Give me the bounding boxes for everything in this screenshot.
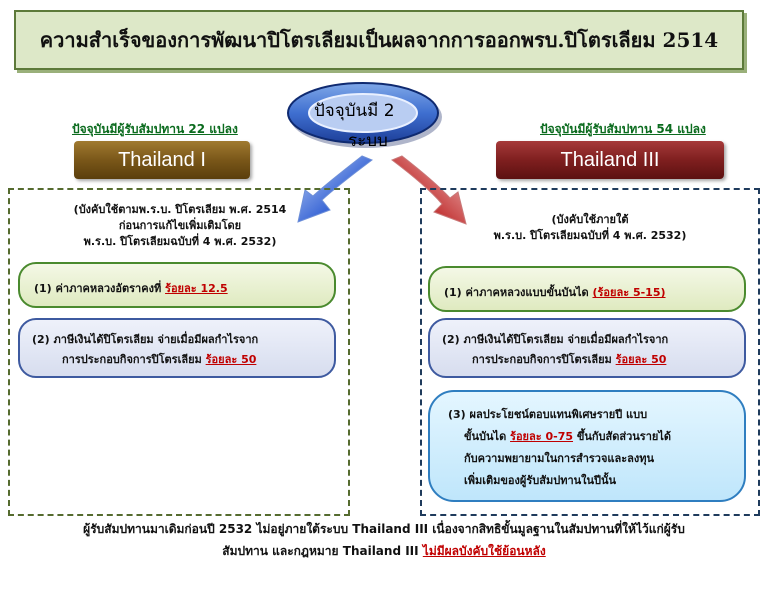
left-note-line1: (บังคับใช้ตามพ.ร.บ. ปิโตรเลียม พ.ศ. 2514	[73, 203, 287, 216]
right-note-line2: พ.ร.บ. ปิโตรเลียมฉบับที่ 4 พ.ศ. 2532)	[493, 229, 687, 242]
page-title: ความสำเร็จของการพัฒนาปิโตรเลียมเป็นผลจาก…	[14, 10, 744, 70]
footer-highlight: ไม่มีผลบังคับใช้ย้อนหลัง	[422, 544, 546, 558]
footer-note: ผู้รับสัมปทานมาเดิมก่อนปี 2532 ไม่อยู่ภา…	[10, 518, 758, 562]
right-tax-rate: ร้อยละ 50	[615, 353, 667, 366]
right-special-line2a: ขั้นบันได	[464, 430, 511, 443]
right-special-line4: เพิ่มเติมของผู้รับสัมปทานในปีนั้น	[464, 474, 617, 487]
left-royalty-rate: ร้อยละ 12.5	[165, 282, 228, 295]
left-royalty-item: (1) ค่าภาคหลวงอัตราคงที่ ร้อยละ 12.5	[18, 262, 336, 308]
right-royalty-text: (1) ค่าภาคหลวงแบบขั้นบันได	[444, 286, 593, 299]
right-royalty-rate: (ร้อยละ 5-15)	[592, 286, 666, 299]
left-royalty-text: (1) ค่าภาคหลวงอัตราคงที่	[34, 282, 166, 295]
right-tax-item: (2) ภาษีเงินได้ปิโตรเลียม จ่ายเมื่อมีผลก…	[428, 318, 746, 378]
center-label: ปัจจุบันมี 2 ระบบ	[300, 96, 460, 156]
thailand-i-panel	[8, 188, 350, 516]
right-special-line3: กับความพยายามในการสำรวจและลงทุน	[464, 452, 655, 465]
left-tax-line1: (2) ภาษีเงินได้ปิโตรเลียม จ่ายเมื่อมีผลก…	[32, 333, 259, 346]
thailand-i-badge: Thailand I	[74, 141, 250, 179]
footer-line2: สัมปทาน และกฎหมาย Thailand III	[222, 544, 423, 558]
thailand-iii-panel	[420, 188, 760, 516]
center-label-line2: ระบบ	[348, 131, 388, 151]
right-tax-line1: (2) ภาษีเงินได้ปิโตรเลียม จ่ายเมื่อมีผลก…	[442, 333, 669, 346]
right-royalty-item: (1) ค่าภาคหลวงแบบขั้นบันได (ร้อยละ 5-15)	[428, 266, 746, 312]
left-note-line2: ก่อนการแก้ไขเพิ่มเติมโดย	[118, 219, 242, 232]
center-label-line1: ปัจจุบันมี 2	[314, 101, 395, 121]
right-special-benefit-item: (3) ผลประโยชน์ตอบแทนพิเศษรายปี แบบ ขั้นบ…	[428, 390, 746, 502]
right-special-line2b: ขึ้นกับสัดส่วนรายได้	[573, 430, 672, 443]
left-tax-line2: การประกอบกิจการปิโตรเลียม	[62, 353, 206, 366]
page-title-text: ความสำเร็จของการพัฒนาปิโตรเลียมเป็นผลจาก…	[39, 28, 719, 52]
right-count-label: ปัจจุบันมีผู้รับสัมปทาน 54 แปลง	[540, 122, 706, 136]
footer-line1: ผู้รับสัมปทานมาเดิมก่อนปี 2532 ไม่อยู่ภา…	[83, 522, 685, 536]
right-note: (บังคับใช้ภายใต้ พ.ร.บ. ปิโตรเลียมฉบับที…	[440, 212, 740, 244]
left-note-line3: พ.ร.บ. ปิโตรเลียมฉบับที่ 4 พ.ศ. 2532)	[83, 235, 277, 248]
left-tax-rate: ร้อยละ 50	[205, 353, 257, 366]
right-special-line1: (3) ผลประโยชน์ตอบแทนพิเศษรายปี แบบ	[448, 408, 648, 421]
right-tax-line2: การประกอบกิจการปิโตรเลียม	[472, 353, 616, 366]
thailand-iii-label: Thailand III	[560, 148, 660, 171]
left-arrow-icon	[297, 155, 374, 223]
right-special-rate: ร้อยละ 0-75	[510, 430, 574, 443]
left-note: (บังคับใช้ตามพ.ร.บ. ปิโตรเลียม พ.ศ. 2514…	[30, 202, 330, 250]
right-note-line1: (บังคับใช้ภายใต้	[551, 213, 629, 226]
center-oval-inner	[308, 93, 418, 133]
right-arrow-icon	[390, 155, 467, 225]
thailand-i-label: Thailand I	[118, 148, 206, 171]
thailand-iii-badge: Thailand III	[496, 141, 724, 179]
left-tax-item: (2) ภาษีเงินได้ปิโตรเลียม จ่ายเมื่อมีผลก…	[18, 318, 336, 378]
left-count-label: ปัจจุบันมีผู้รับสัมปทาน 22 แปลง	[72, 122, 238, 136]
